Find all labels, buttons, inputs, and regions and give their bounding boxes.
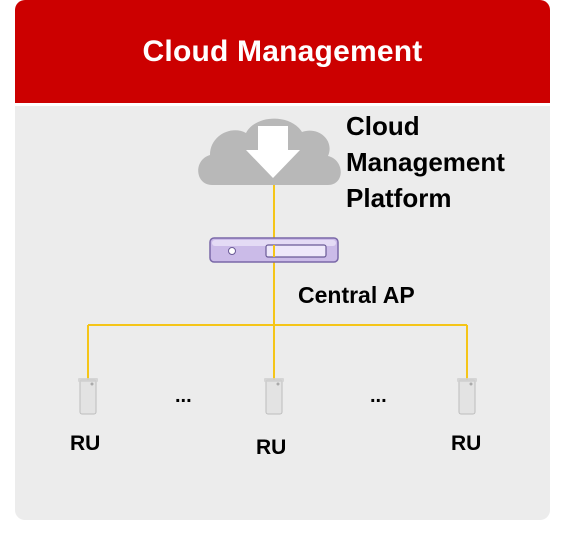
- panel-header: Cloud Management: [15, 0, 550, 106]
- cloud-download-icon: [198, 118, 341, 185]
- ellipsis-1: ...: [175, 385, 192, 407]
- central-ap-label: Central AP: [298, 282, 415, 308]
- cloud-platform-label-line-1: Cloud: [346, 111, 420, 141]
- ru-device-1: [78, 378, 98, 415]
- ru-label-2: RU: [256, 436, 287, 459]
- panel-title: Cloud Management: [142, 35, 423, 68]
- ru-device-2: [264, 378, 284, 415]
- ru-device-3: [457, 378, 477, 415]
- ru-label-3: RU: [451, 432, 482, 455]
- ellipsis-2: ...: [370, 385, 387, 407]
- connection-lines: [87, 178, 468, 382]
- cloud-platform-label-line-3: Platform: [346, 183, 452, 213]
- cloud-platform-label-line-2: Management: [346, 147, 505, 177]
- cloud-management-panel: Cloud Management: [15, 0, 550, 520]
- ru-label-1: RU: [70, 432, 101, 455]
- access-point-device-icon: [209, 237, 339, 263]
- cloud-platform-label: Cloud Management Platform: [346, 108, 505, 216]
